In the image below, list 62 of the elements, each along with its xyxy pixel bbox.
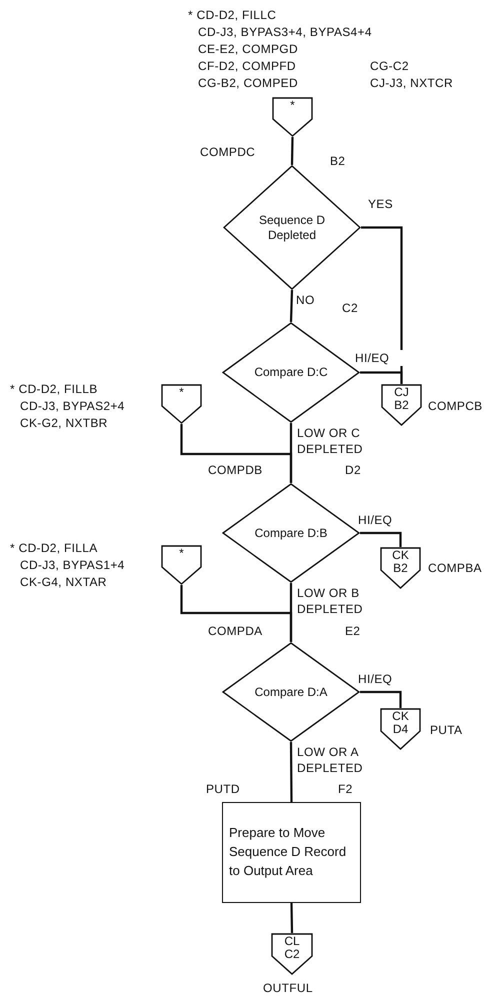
flow-line [360,371,403,384]
reference-text: PUTA [430,722,462,739]
block-label: D2 [345,462,361,479]
connector-symbol [272,97,313,137]
reference-text: * CD-D2, FILLA [10,540,98,557]
connector-text: CK [392,710,409,723]
decision-diamond [222,483,360,583]
flow-line [290,290,294,322]
flow-line [360,690,402,708]
flow-line [180,585,292,642]
connector-text: B2 [394,398,409,412]
block-label: COMPDA [208,623,262,640]
connector-symbol [271,933,313,975]
decision-text: Compare D:C [253,365,329,380]
flow-line [290,136,294,166]
flow-line [290,902,294,934]
decision-text: Compare D:A [254,684,328,700]
decision-diamond [222,642,360,742]
reference-text: CF-D2, COMPFD [198,58,296,75]
block-label: F2 [338,781,353,798]
block-label: C2 [342,300,358,317]
reference-text: COMPCB [428,398,482,415]
process-box [222,802,361,903]
reference-text: CD-J3, BYPAS2+4 [20,398,125,415]
reference-text: CG-B2, COMPED [198,75,298,92]
flow-line [290,742,293,802]
connector-text: * [290,99,295,112]
block-label: COMPDC [200,144,256,161]
connector-symbol [161,545,202,585]
connector-text: CJ [394,386,409,399]
decision-diamond [223,165,361,290]
process-text: Prepare to Move Sequence D Record to Output Area [229,824,348,880]
reference-text: OUTFUL [263,980,313,997]
block-label: COMPDB [208,462,262,479]
connector-text: * [179,547,184,560]
flow-line [180,424,292,483]
connector-text: * [179,386,184,399]
connector-symbol [381,384,422,426]
connector-symbol [161,384,202,424]
block-label: E2 [345,623,360,640]
reference-text: CK-G4, NXTAR [20,574,107,591]
decision-text: Sequence D Depleted [258,213,326,242]
reference-text: CD-J3, BYPAS1+4 [20,557,125,574]
connector-text: D4 [392,722,408,736]
connector-text: CL [284,935,300,948]
decision-text: Compare D:B [254,526,328,540]
reference-text: CK-G2, NXTBR [20,415,108,432]
reference-text: * CD-D2, FILLC [188,7,276,24]
block-label: B2 [330,153,346,170]
reference-text: CG-C2 [370,58,409,75]
reference-text: CJ-J3, NXTCR [370,75,453,92]
connector-symbol [380,708,421,750]
reference-text: COMPBA [428,560,482,577]
connector-symbol [380,547,421,589]
reference-text: * CD-D2, FILLB [10,381,98,398]
connector-text: B2 [393,562,408,574]
reference-text: CD-J3, BYPAS3+4, BYPAS4+4 [198,24,372,41]
block-label: PUTD [206,781,240,798]
flow-line [360,532,402,547]
reference-text: CE-E2, COMPGD [198,41,298,58]
connector-text: CK [392,549,409,562]
connector-text: C2 [284,948,300,960]
